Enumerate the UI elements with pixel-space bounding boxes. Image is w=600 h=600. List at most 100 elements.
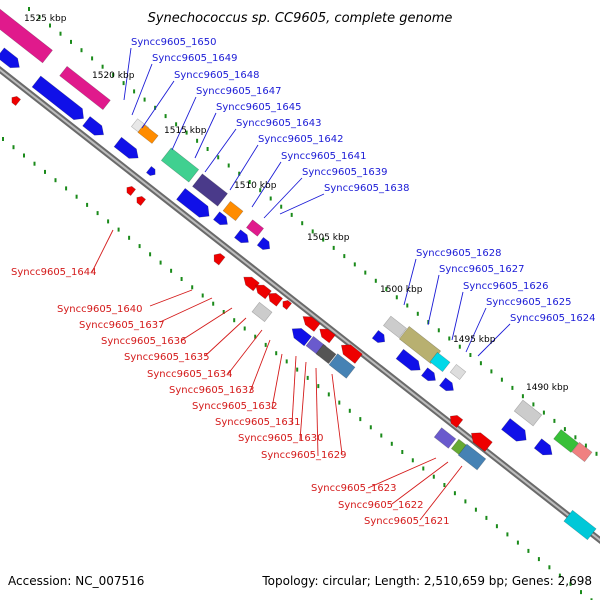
gene-block [513, 399, 543, 427]
tick-mark-lower [369, 425, 372, 430]
gene-block [571, 441, 593, 463]
gene-label-syncc9605-1650: Syncc9605_1650 [131, 37, 217, 48]
reverse-gene-arrow [291, 328, 312, 347]
tick-mark-lower [453, 491, 456, 496]
tick-mark-lower [506, 532, 509, 537]
map-title: Synechococcus sp. CC9605, complete genom… [148, 11, 453, 26]
tick-mark-lower [422, 466, 425, 471]
reverse-gene-arrow [302, 316, 321, 332]
gene-block [328, 353, 356, 379]
tick-mark-lower [222, 310, 225, 314]
forward-gene-arrow [233, 229, 249, 244]
tick-marks [2, 7, 598, 600]
scale-label-1490: 1490 kbp [526, 383, 569, 393]
tick-mark-upper [469, 353, 472, 357]
reverse-gene-arrow [255, 284, 272, 300]
callout-line [315, 367, 319, 457]
callout-line [419, 465, 463, 521]
scale-label-1495: 1495 kbp [453, 335, 496, 345]
tick-mark-upper [416, 311, 419, 316]
callout-line [227, 329, 263, 375]
tick-mark-upper [49, 23, 51, 28]
forward-gene-arrow [533, 438, 553, 456]
gene-block [429, 351, 451, 373]
tick-mark-lower [527, 548, 530, 553]
forward-gene-arrow [420, 367, 436, 382]
tick-mark-lower [149, 252, 152, 257]
tick-mark-upper [553, 418, 556, 423]
tick-mark-lower [485, 515, 488, 520]
callout-line [194, 112, 217, 159]
reverse-gene-arrow [268, 292, 284, 307]
gene-label-syncc9605-1631: Syncc9605_1631 [215, 417, 301, 428]
tick-mark-lower [432, 474, 435, 479]
tick-mark-lower [327, 392, 330, 397]
callout-line [291, 355, 297, 425]
tick-mark-lower [306, 375, 309, 380]
callout-line [427, 274, 440, 326]
gene-label-syncc9605-1622: Syncc9605_1622 [338, 500, 424, 511]
tick-mark-upper [143, 97, 146, 102]
tick-mark-upper [154, 105, 157, 110]
callout-line [279, 193, 325, 215]
gene-block [383, 315, 407, 339]
gene-label-syncc9605-1648: Syncc9605_1648 [174, 70, 260, 81]
tick-mark-lower [96, 211, 99, 216]
callout-line [91, 229, 114, 273]
tick-mark-upper [532, 402, 535, 407]
tick-mark-upper [595, 451, 598, 456]
callout-line [204, 128, 237, 173]
reverse-gene-arrow [282, 300, 293, 311]
tick-mark-upper [374, 278, 377, 283]
forward-gene-arrow [82, 116, 105, 136]
reverse-gene-arrow [213, 253, 226, 266]
tick-mark-upper [448, 336, 451, 341]
tick-mark-upper [164, 114, 167, 119]
callout-line [131, 63, 153, 116]
tick-mark-lower [138, 244, 141, 249]
tick-mark-lower [537, 557, 540, 562]
gene-label-syncc9605-1643: Syncc9605_1643 [236, 118, 322, 129]
gene-label-syncc9605-1635: Syncc9605_1635 [124, 352, 210, 363]
tick-mark-lower [495, 524, 498, 529]
accession-text: Accession: NC_007516 [8, 574, 144, 588]
tick-mark-upper [112, 72, 115, 77]
callout-line [149, 289, 193, 307]
tick-mark-lower [33, 161, 36, 166]
callout-line [403, 258, 417, 306]
gene-block [553, 429, 579, 453]
tick-mark-upper [38, 15, 41, 20]
forward-gene-arrow [212, 211, 228, 226]
tick-mark-lower [159, 260, 162, 265]
tick-mark-lower [590, 598, 593, 600]
forward-gene-arrow [371, 329, 386, 343]
gene-label-syncc9605-1632: Syncc9605_1632 [192, 401, 278, 412]
callout-line [367, 457, 437, 489]
tick-mark-lower [296, 367, 299, 372]
tick-mark-upper [584, 443, 587, 448]
tick-mark-upper [322, 237, 325, 242]
tick-mark-upper [490, 369, 493, 374]
callout-line [465, 307, 487, 353]
tick-mark-upper [385, 287, 388, 292]
tick-mark-upper [238, 171, 241, 176]
gene-label-syncc9605-1636: Syncc9605_1636 [101, 336, 187, 347]
reverse-gene-arrow [11, 96, 22, 107]
tick-mark-lower [201, 293, 204, 298]
tick-mark-upper [458, 344, 461, 349]
tick-mark-upper [217, 155, 220, 160]
scale-label-1510: 1510 kbp [234, 181, 277, 191]
reverse-gene-arrow [340, 344, 363, 364]
tick-mark-upper [563, 427, 566, 432]
tick-mark-lower [12, 145, 15, 150]
tick-mark-upper [479, 361, 482, 366]
tick-mark-upper [280, 204, 283, 209]
gene-block [251, 301, 273, 323]
tick-mark-lower [443, 483, 446, 487]
tick-mark-upper [227, 163, 230, 168]
tick-mark-upper [185, 130, 188, 135]
tick-mark-upper [437, 328, 440, 333]
gene-label-syncc9605-1621: Syncc9605_1621 [364, 516, 450, 527]
genome-backbone-highlight [0, 68, 600, 542]
